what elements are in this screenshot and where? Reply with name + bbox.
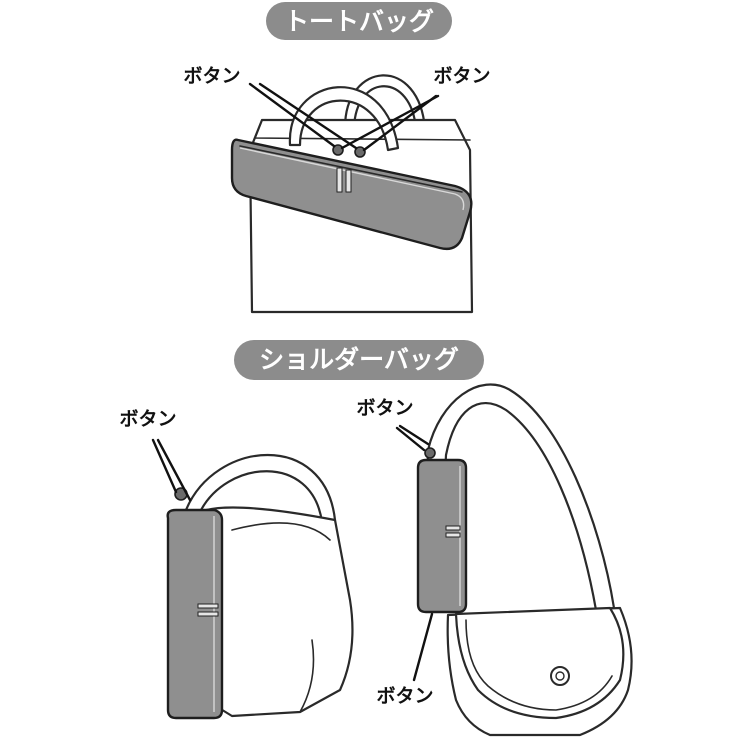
tote-pouch-stitch bbox=[239, 147, 465, 211]
tote-leader-left-1 bbox=[248, 82, 336, 148]
tote-leader-right-2 bbox=[362, 94, 438, 152]
right-bag-flap bbox=[454, 606, 625, 720]
shoulder-bag-left: ボタン bbox=[119, 408, 354, 720]
tote-title: トートバッグ bbox=[284, 7, 434, 36]
tote-title-pill bbox=[266, 2, 452, 40]
tote-button-left bbox=[332, 144, 344, 156]
shoulder-label-right-top: ボタン bbox=[356, 397, 413, 419]
right-top-leader-2 bbox=[398, 424, 430, 446]
left-pouch bbox=[166, 508, 224, 720]
tote-top-rim bbox=[253, 119, 471, 141]
shoulder-bag-right: ボタン ボタン bbox=[356, 383, 633, 737]
right-bag-clasp-center bbox=[555, 671, 565, 681]
tote-pouch-zipper bbox=[239, 145, 463, 193]
shoulder-title: ショルダーバッグ bbox=[259, 345, 459, 374]
right-top-leader-1 bbox=[395, 426, 426, 452]
tote-label-left: ボタン bbox=[183, 65, 240, 87]
left-leader-2 bbox=[156, 438, 192, 502]
left-bag-fold bbox=[231, 522, 331, 713]
right-bag-button-top bbox=[424, 447, 436, 459]
tote-front-handle bbox=[288, 86, 400, 152]
left-pouch-zipper-pulls bbox=[197, 603, 219, 617]
tote-section: トートバッグ ボタン ボタン bbox=[183, 2, 491, 314]
right-bag-clasp bbox=[550, 666, 570, 686]
tote-zipper-pulls bbox=[336, 167, 352, 193]
shoulder-title-pill bbox=[234, 340, 484, 380]
tote-pouch bbox=[230, 138, 473, 251]
right-bottom-leader bbox=[412, 612, 434, 682]
shoulder-label-right-bottom: ボタン bbox=[376, 685, 433, 707]
right-pouch-zipper-pulls bbox=[445, 525, 461, 538]
right-bag-flap-stitch bbox=[465, 619, 613, 711]
left-bag-body bbox=[198, 506, 354, 718]
tote-leader-right-1 bbox=[340, 94, 440, 150]
right-pouch bbox=[416, 458, 468, 614]
shoulder-label-left: ボタン bbox=[119, 408, 176, 430]
shoulder-section: ショルダーバッグ ボタン bbox=[119, 340, 633, 737]
tote-label-right: ボタン bbox=[433, 65, 490, 87]
tote-leader-left-2 bbox=[258, 82, 358, 150]
left-leader-1 bbox=[151, 438, 178, 494]
tote-button-right bbox=[354, 146, 366, 158]
